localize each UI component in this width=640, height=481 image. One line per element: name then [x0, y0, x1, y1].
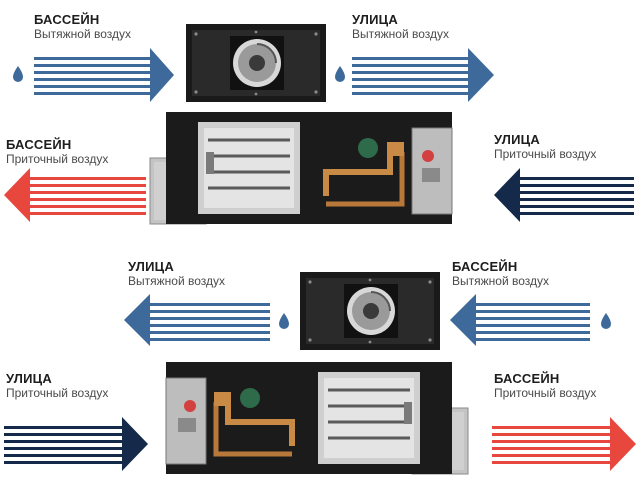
exhaust-arrow-left-1 [34, 48, 174, 102]
supply-arrow-left-1 [4, 168, 146, 222]
label-subtitle: Вытяжной воздух [128, 273, 226, 288]
label-title: БАССЕЙН [6, 137, 72, 152]
label-pool-supply-1: БАССЕЙН Приточный воздух [6, 137, 109, 167]
water-drop-icon [335, 66, 345, 82]
label-street-supply-2: УЛИЦА Приточный воздух [6, 371, 109, 401]
exhaust-arrow-right-2 [450, 294, 590, 346]
water-drop-icon [279, 313, 289, 329]
air-handling-unit-1 [150, 112, 452, 224]
label-street-exhaust-2: УЛИЦА Вытяжной воздух [128, 259, 226, 289]
label-title: УЛИЦА [128, 259, 174, 274]
label-subtitle: Вытяжной воздух [352, 26, 450, 41]
label-title: УЛИЦА [6, 371, 52, 386]
label-subtitle: Приточный воздух [494, 385, 597, 400]
water-drop-icon [601, 313, 611, 329]
label-title: УЛИЦА [352, 12, 398, 27]
exhaust-arrow-right-1 [352, 48, 494, 102]
water-drop-icon [13, 66, 23, 82]
exhaust-arrow-left-2 [124, 294, 270, 346]
label-pool-exhaust-2: БАССЕЙН Вытяжной воздух [452, 259, 550, 289]
label-title: БАССЕЙН [452, 259, 518, 274]
label-subtitle: Вытяжной воздух [452, 273, 550, 288]
label-title: УЛИЦА [494, 132, 540, 147]
supply-arrow-right-2 [492, 417, 636, 471]
label-street-supply-1: УЛИЦА Приточный воздух [494, 132, 597, 162]
label-title: БАССЕЙН [494, 371, 560, 386]
label-pool-supply-2: БАССЕЙН Приточный воздух [494, 371, 597, 401]
exhaust-fan-unit-1 [185, 23, 327, 103]
air-handling-unit-2 [166, 362, 468, 474]
label-street-exhaust-1: УЛИЦА Вытяжной воздух [352, 12, 450, 42]
supply-arrow-left-2 [4, 417, 148, 471]
supply-arrow-right-1 [494, 168, 634, 222]
label-subtitle: Приточный воздух [6, 385, 109, 400]
label-pool-exhaust-1: БАССЕЙН Вытяжной воздух [34, 12, 132, 42]
label-subtitle: Вытяжной воздух [34, 26, 132, 41]
label-title: БАССЕЙН [34, 12, 100, 27]
exhaust-fan-unit-2 [299, 271, 441, 351]
label-subtitle: Приточный воздух [6, 151, 109, 166]
label-subtitle: Приточный воздух [494, 146, 597, 161]
